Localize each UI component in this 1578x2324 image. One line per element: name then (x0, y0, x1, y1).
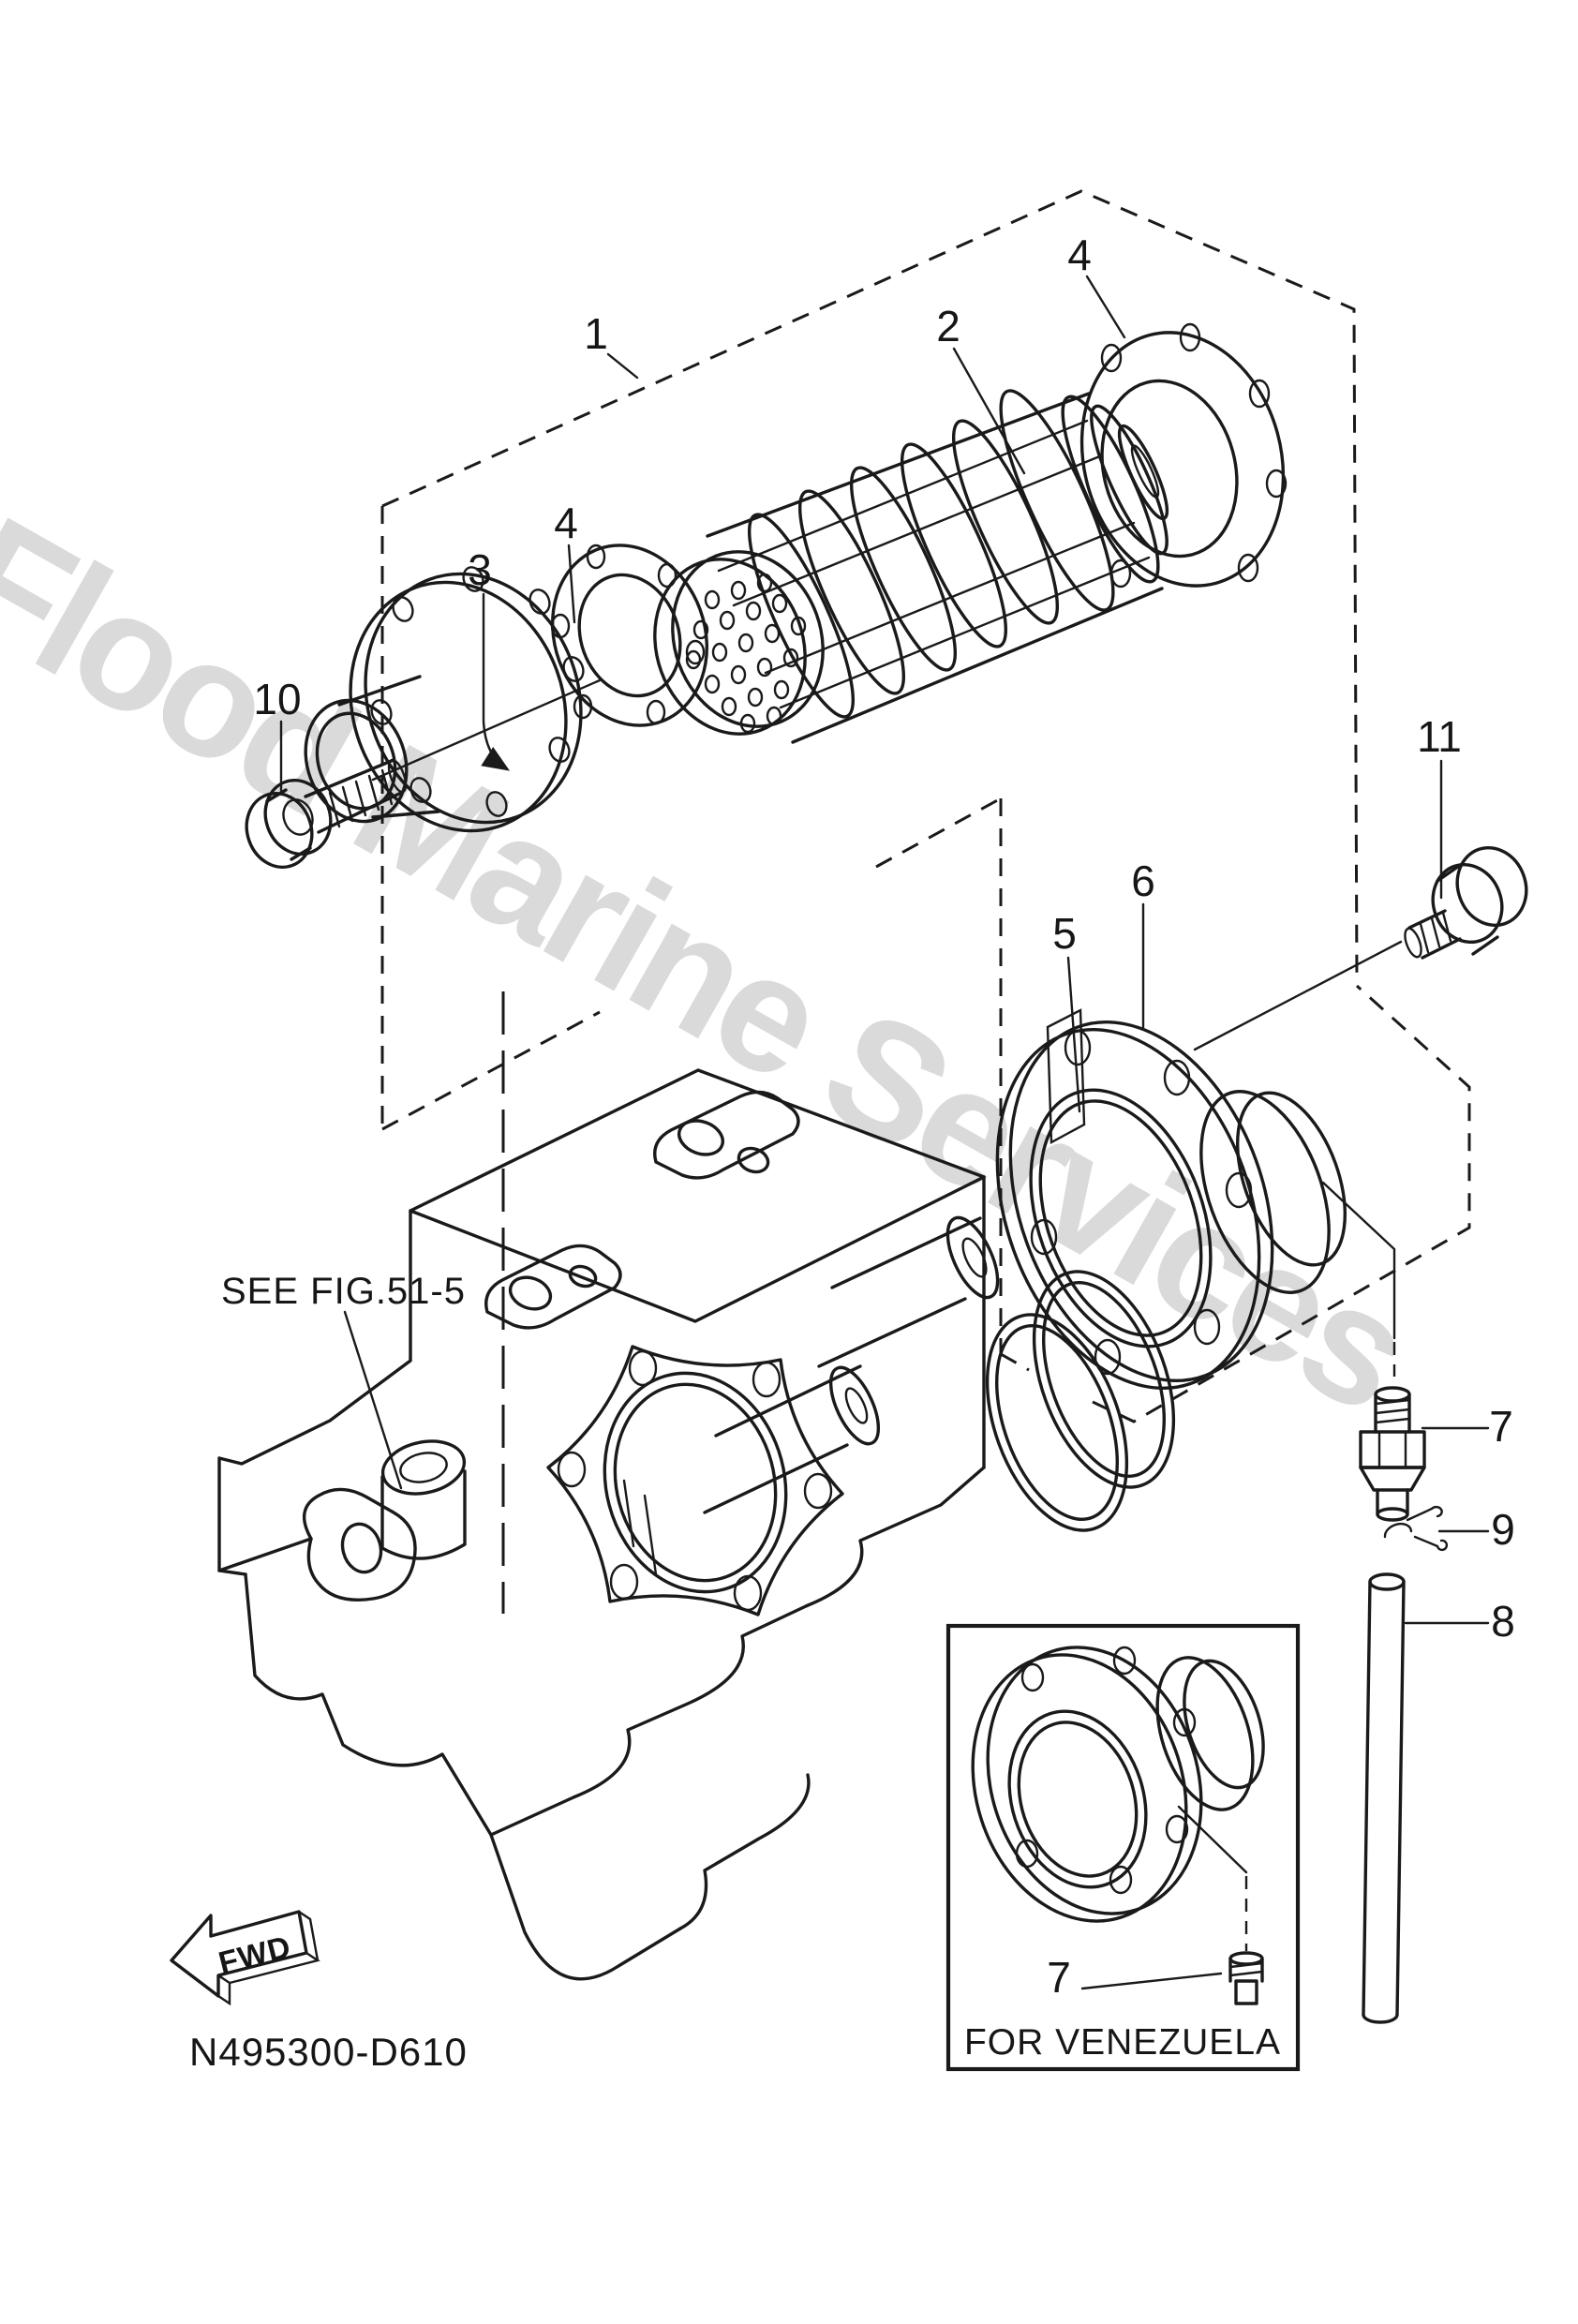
fwd-arrow (170, 1910, 320, 2006)
callout-11: 11 (1417, 712, 1462, 761)
callout-leader-lines (279, 275, 1490, 1990)
see-fig-reference: SEE FIG.51-5 (221, 1271, 466, 1312)
callout-3: 3 (468, 545, 492, 594)
callout-9: 9 (1491, 1505, 1515, 1554)
dashed-box-cooler-assembly (380, 189, 1359, 1131)
gasket-right (1079, 322, 1288, 588)
venezuela-flange (971, 1646, 1265, 1923)
callout-2: 2 (936, 302, 960, 350)
callout-7-venezuela: 7 (1047, 1953, 1071, 2002)
end-cover-bolt-holes (370, 566, 585, 817)
venezuela-inset-box (945, 1623, 1301, 2072)
callout-4-left: 4 (554, 499, 578, 547)
callout-10: 10 (253, 675, 302, 723)
cover-flange (995, 1020, 1347, 1390)
tube-plate-holes (685, 573, 807, 734)
bolt-11 (1404, 845, 1528, 960)
oil-cooler-core (653, 389, 1169, 744)
threaded-fitting (1359, 1386, 1426, 1522)
callout-8: 8 (1491, 1597, 1515, 1646)
assembly-axis-lines (371, 678, 1403, 1951)
callout-5: 5 (1052, 909, 1077, 958)
wire-clip (1383, 1505, 1449, 1552)
callout-1: 1 (584, 309, 608, 358)
dashed-box-cover-assembly (999, 798, 1471, 1423)
oil-cooler-end-cover (304, 566, 585, 833)
callout-4-top: 4 (1067, 231, 1092, 279)
oil-pipe (1362, 1572, 1406, 2024)
engine-block (217, 1068, 1000, 1981)
drawing-code: N495300-D610 (189, 2030, 468, 2074)
gasket-left (550, 544, 709, 727)
bolt-10 (245, 758, 408, 870)
venezuela-caption: FOR VENEZUELA (963, 2022, 1282, 2063)
venezuela-plug (1228, 1951, 1264, 2005)
callout-6: 6 (1131, 857, 1155, 905)
callout-7: 7 (1489, 1402, 1513, 1451)
